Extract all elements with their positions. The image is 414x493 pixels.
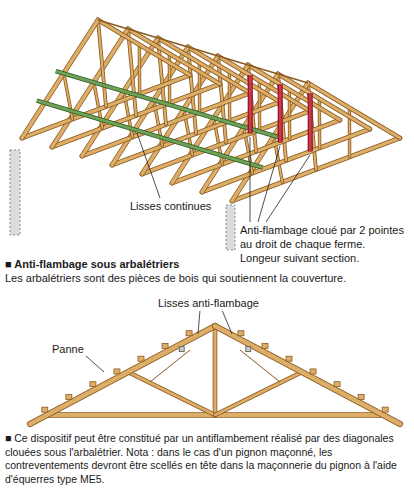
timber	[98, 20, 106, 107]
timber-edge	[128, 372, 215, 415]
timber-edge	[138, 45, 142, 94]
post	[10, 150, 20, 235]
lisse-continue	[56, 71, 282, 138]
panne	[382, 407, 388, 412]
panne	[90, 382, 96, 387]
anti-flambage	[309, 93, 312, 151]
leader-line	[86, 356, 104, 372]
roof-trusses	[22, 20, 400, 201]
timber-edge	[215, 326, 400, 424]
panne	[310, 369, 316, 374]
section-heading: ■ Anti-flambage sous arbalétriers	[5, 258, 179, 272]
timber	[128, 372, 215, 415]
diagonal	[240, 350, 280, 382]
lisse-anti-flambage	[179, 347, 184, 352]
anti-flambage-edge	[308, 93, 313, 151]
body-text: ■ Ce dispositif peut être constitué par …	[5, 432, 409, 487]
post	[226, 205, 235, 250]
lisse-continue	[37, 101, 263, 168]
leader-line	[137, 133, 160, 198]
panne	[286, 356, 292, 361]
part-label: Lisses continues	[130, 200, 211, 214]
timber	[214, 326, 217, 415]
panne	[162, 343, 168, 348]
body-text: Les arbalétriers sont des pièces de bois…	[5, 272, 409, 286]
panne	[138, 356, 144, 361]
anti-flambage	[249, 75, 252, 133]
timber-edge	[128, 29, 220, 84]
timber	[215, 326, 400, 424]
leader-line	[198, 310, 200, 334]
timber	[215, 372, 302, 415]
lisse-edge	[37, 101, 263, 168]
lisse-edge	[56, 71, 282, 138]
leader-line	[250, 137, 251, 222]
note-text: Anti-flambage cloué par 2 pointes au dro…	[240, 224, 408, 265]
diagonal	[150, 350, 190, 382]
part-label: Panne	[52, 343, 84, 357]
anti-flambage-edge	[248, 75, 253, 133]
anti-flambage	[279, 84, 282, 142]
part-label: Lisses anti-flambage	[158, 297, 259, 311]
panne	[42, 407, 48, 412]
timber	[128, 29, 220, 84]
leader-line	[222, 310, 232, 334]
truss-elevation	[30, 326, 400, 424]
timber	[30, 326, 215, 424]
panne	[334, 382, 340, 387]
panne	[358, 394, 364, 399]
leader-line	[258, 146, 280, 222]
timber-edge	[98, 20, 106, 107]
timber-edge	[213, 326, 218, 415]
panne	[66, 394, 72, 399]
panne	[114, 369, 120, 374]
panne	[262, 343, 268, 348]
ridge-line	[98, 20, 308, 83]
lisse-anti-flambage	[246, 347, 251, 352]
panne	[238, 331, 244, 336]
panne	[186, 331, 192, 336]
leader-line	[266, 155, 310, 222]
timber-edge	[30, 326, 215, 424]
timber	[98, 20, 190, 75]
timber	[138, 45, 140, 94]
anti-flambage-edge	[278, 84, 283, 142]
timber-edge	[215, 372, 302, 415]
timber-edge	[98, 20, 190, 75]
